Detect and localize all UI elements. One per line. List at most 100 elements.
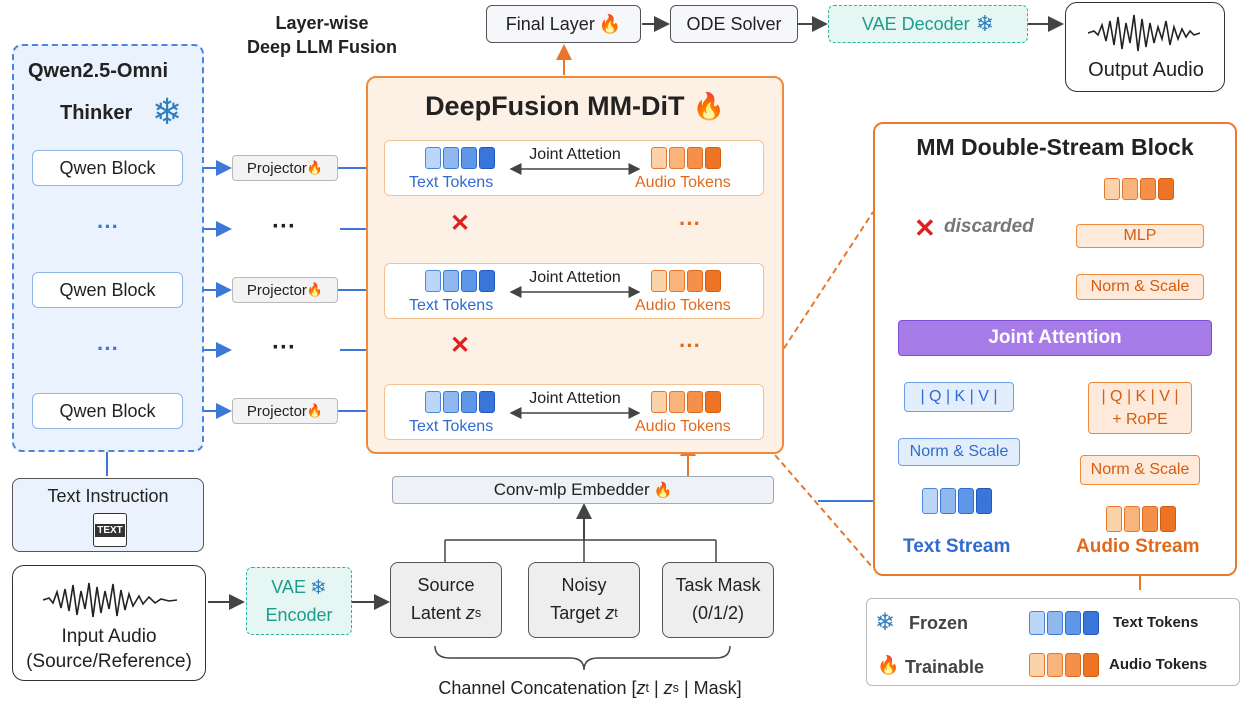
legend-trainable: Trainable — [905, 657, 985, 677]
norm-scale-top-box: Norm & Scale — [1076, 274, 1204, 300]
qwen-block-top: Qwen Block — [32, 150, 183, 186]
bidirectional-arrow — [509, 163, 641, 175]
input-audio-label: Input Audio — [61, 626, 157, 647]
ode-solver-box: ODE Solver — [670, 5, 798, 43]
ellipsis-lower: ··· — [272, 334, 296, 361]
final-layer-box: Final Layer 🔥 — [486, 5, 641, 43]
joint-attention-label: Joint Attetion — [529, 269, 621, 286]
qkv-audio-line1: | Q | K | V | — [1101, 388, 1179, 405]
noisy-sub: t — [614, 606, 618, 620]
flame-icon: 🔥 — [306, 282, 324, 297]
source-latent-var: z — [465, 602, 475, 623]
qkv-audio-box: | Q | K | V | + RoPE — [1088, 382, 1192, 434]
text-instruction-label: Text Instruction — [47, 485, 169, 506]
concat-z1: z — [636, 677, 646, 698]
audio-tokens-label: Audio Tokens — [635, 297, 731, 314]
text-instruction-box: Text Instruction TEXT — [12, 478, 204, 552]
flame-icon: 🔥 — [598, 13, 622, 34]
legend-frozen: Frozen — [909, 613, 969, 633]
snowflake-icon: ❄ — [975, 11, 995, 36]
snowflake-icon: ❄ — [152, 91, 183, 132]
projector-middle: Projector🔥 — [232, 277, 338, 303]
projector-top: Projector🔥 — [232, 155, 338, 181]
input-audio-box: Input Audio (Source/Reference) — [12, 565, 206, 681]
noisy-word: Target — [550, 602, 601, 623]
qwen-title-line1: Qwen2.5-Omni — [28, 60, 169, 82]
noisy-line1: Noisy — [561, 574, 607, 595]
discard-cross-icon: ✕ — [449, 209, 471, 237]
discard-cross-icon: ✕ — [449, 331, 471, 359]
projector-label: Projector — [246, 159, 307, 177]
double-stream-title: MM Double-Stream Block — [916, 133, 1194, 160]
concat-z2: z — [663, 677, 673, 698]
fusion-caption-line1: Layer-wise — [275, 13, 369, 33]
output-audio-label: Output Audio — [1088, 58, 1204, 81]
waveform-icon — [1088, 14, 1201, 52]
joint-attention-box: Joint Attention — [898, 320, 1212, 356]
text-tokens-icon — [425, 147, 497, 169]
norm-scale-audio-box: Norm & Scale — [1080, 455, 1200, 485]
audio-stream-label: Audio Stream — [1076, 536, 1200, 557]
vae-decoder-box: VAE Decoder ❄ — [828, 5, 1028, 43]
concat-suffix: | Mask] — [678, 677, 742, 698]
audio-stream-tokens-icon — [1106, 506, 1178, 532]
fusion-caption: Layer-wise Deep LLM Fusion — [232, 10, 412, 60]
audio-tokens-icon — [651, 147, 723, 169]
concat-s: s — [672, 681, 679, 695]
source-latent-word: Latent — [410, 602, 461, 623]
fusion-caption-line2: Deep LLM Fusion — [247, 37, 397, 57]
source-latent-line1: Source — [417, 574, 475, 595]
joint-attention-label: Joint Attetion — [529, 390, 621, 407]
vae-encoder-line2: Encoder — [265, 604, 333, 625]
qkv-text-box: | Q | K | V | — [904, 382, 1014, 412]
qwen-dots-upper: ··· — [97, 214, 119, 239]
audio-tokens-icon — [651, 391, 723, 413]
ode-solver-label: ODE Solver — [686, 13, 782, 34]
vae-encoder-line1-wrap: VAE ❄ — [247, 574, 351, 600]
mmdit-row-bottom: Joint Attetion Text Tokens Audio Tokens — [384, 384, 764, 440]
text-stream-label: Text Stream — [903, 536, 1011, 557]
audio-dots-upper: ··· — [679, 211, 701, 236]
text-tokens-label: Text Tokens — [409, 418, 494, 435]
qkv-audio-line2: + RoPE — [1112, 411, 1168, 428]
mmdit-title-wrap: DeepFusion MM-DiT 🔥 — [366, 86, 784, 126]
bidirectional-arrow — [509, 286, 641, 298]
qwen-panel — [12, 44, 204, 452]
flame-icon: 🔥 — [306, 160, 324, 175]
flame-icon: 🔥 — [877, 655, 900, 675]
audio-dots-lower: ··· — [679, 333, 701, 358]
mlp-box: MLP — [1076, 224, 1204, 248]
mmdit-title: DeepFusion MM-DiT — [425, 90, 685, 121]
snowflake-icon: ❄ — [309, 576, 327, 599]
projector-label: Projector — [246, 281, 307, 299]
waveform-icon — [43, 582, 177, 618]
vae-decoder-label: VAE Decoder — [861, 13, 970, 34]
text-stream-tokens-icon — [922, 488, 994, 514]
text-file-label: TEXT — [95, 523, 125, 537]
qwen-block-middle: Qwen Block — [32, 272, 183, 308]
text-tokens-label: Text Tokens — [409, 174, 494, 191]
ellipsis-upper: ··· — [272, 213, 296, 240]
legend-audio-tokens-icon — [1029, 653, 1101, 677]
audio-tokens-label: Audio Tokens — [635, 174, 731, 191]
discard-cross-icon: ✕ — [914, 213, 936, 243]
input-audio-sublabel: (Source/Reference) — [26, 651, 192, 672]
mmdit-row-top: Joint Attetion Text Tokens Audio Tokens — [384, 140, 764, 196]
concat-sep: | — [648, 677, 664, 698]
text-tokens-icon — [425, 391, 497, 413]
concat-t: t — [645, 681, 649, 695]
noisy-var: z — [605, 602, 615, 623]
final-layer-label: Final Layer — [505, 13, 595, 34]
legend-text-tokens: Text Tokens — [1113, 614, 1199, 631]
norm-scale-text-box: Norm & Scale — [898, 438, 1020, 466]
discarded-label: discarded — [944, 216, 1034, 237]
text-tokens-icon — [425, 270, 497, 292]
legend-text-tokens-icon — [1029, 611, 1101, 635]
snowflake-icon: ❄ — [875, 609, 896, 636]
joint-attention-label: Joint Attetion — [529, 146, 621, 163]
bidirectional-arrow — [509, 407, 641, 419]
qwen-block-bottom: Qwen Block — [32, 393, 183, 429]
